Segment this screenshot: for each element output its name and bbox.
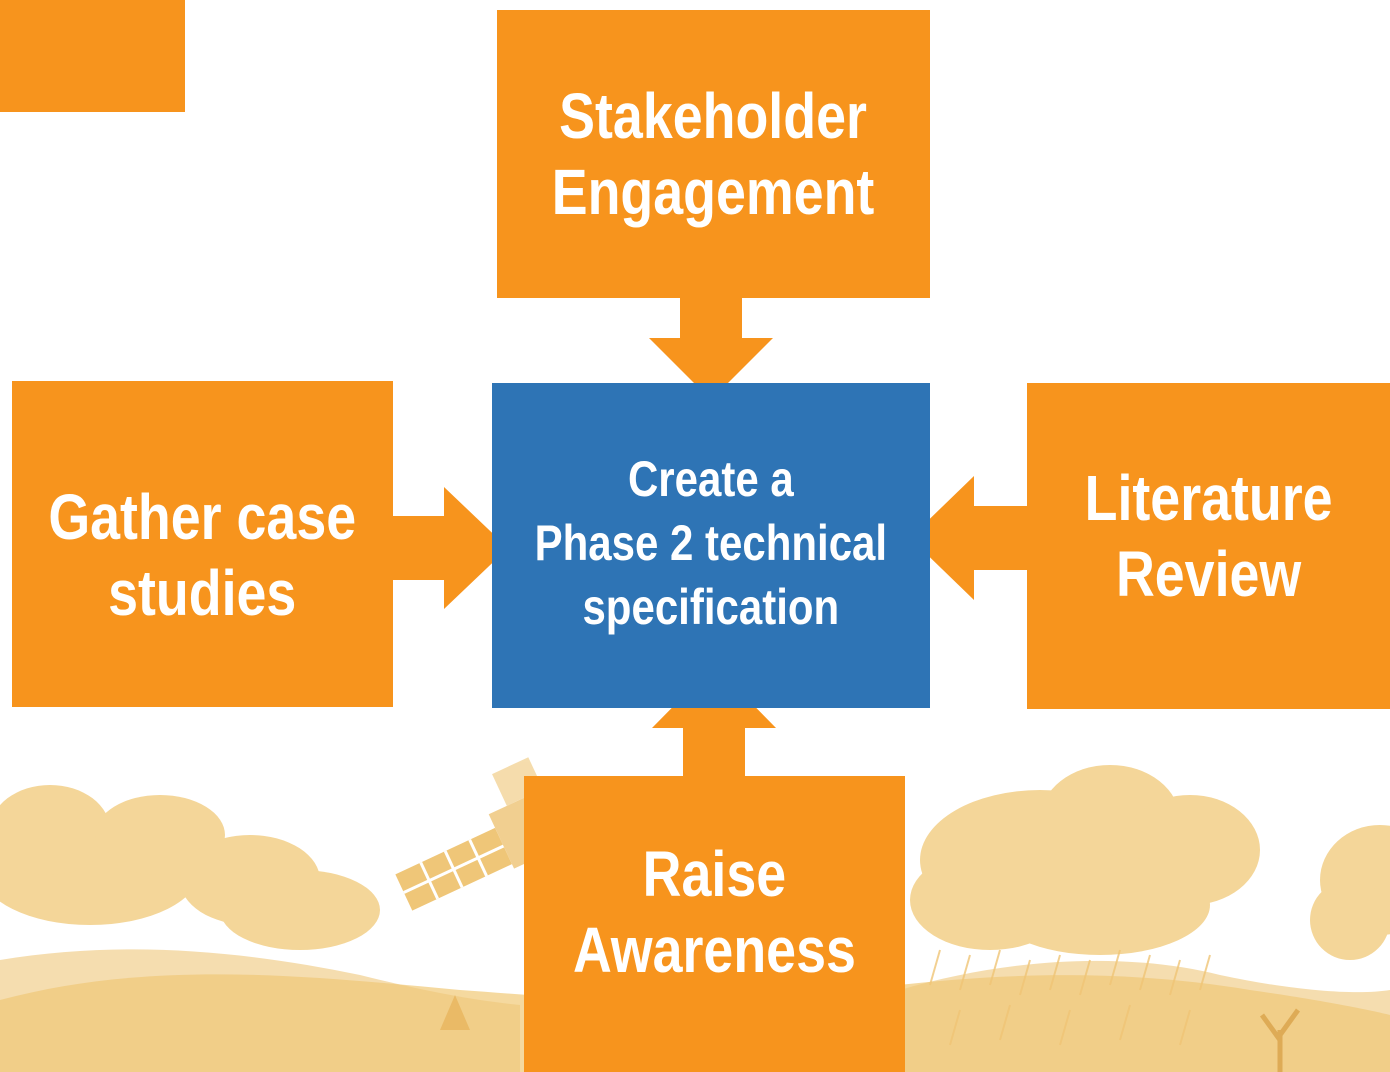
gather-case-studies-label: Gather case studies: [48, 481, 357, 629]
literature-review-label: Literature Review: [1084, 462, 1333, 610]
raise-awareness-label: Raise Awareness: [573, 838, 856, 986]
gather-case-studies-box: Gather case studies: [12, 381, 393, 707]
raise-awareness-box: Raise Awareness: [524, 776, 905, 1072]
cloud-far-right: [1310, 825, 1390, 960]
stakeholder-engagement-label: Stakeholder Engagement: [552, 80, 875, 228]
hills-back: [0, 949, 520, 1072]
tree-left: [440, 995, 470, 1030]
corner-decoration: [0, 0, 185, 112]
arrow-bottom-to-center: [652, 665, 776, 780]
cloud-left: [0, 785, 380, 950]
phase-2-specification-label: Create a Phase 2 technical specification: [534, 450, 888, 635]
tree-right: [1259, 1008, 1301, 1072]
literature-review-box: Literature Review: [1027, 383, 1390, 709]
stakeholder-engagement-box: Stakeholder Engagement: [497, 10, 930, 298]
rain: [929, 949, 1211, 1046]
arrow-right-to-center: [910, 476, 1030, 600]
phase-2-specification-box: Create a Phase 2 technical specification: [492, 383, 930, 708]
cloud-right: [910, 765, 1260, 955]
arrow-left-to-center: [390, 487, 508, 609]
arrow-top-to-center: [649, 296, 773, 400]
